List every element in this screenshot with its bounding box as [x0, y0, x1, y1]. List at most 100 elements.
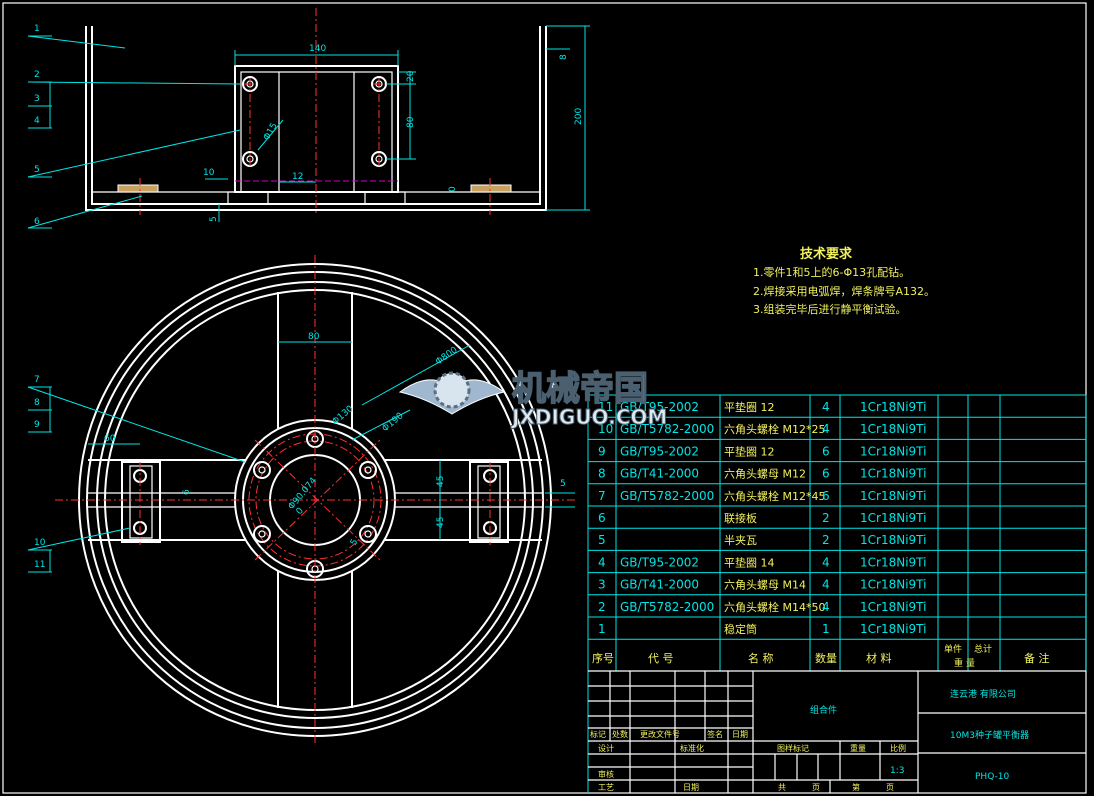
bom-cell-code: GB/T5782-2000	[620, 422, 714, 436]
right-bracket	[469, 461, 509, 543]
tech-item-3: 3.组装完毕后进行静平衡试验。	[753, 302, 907, 316]
label-standard: 标准化	[680, 743, 704, 753]
dim-hole-pitch: 80	[406, 116, 416, 128]
label-stage: 图样标记	[777, 743, 809, 753]
bom-header-total: 总计	[974, 643, 992, 655]
tech-requirements: 技术要求 1.零件1和5上的6-Φ13孔配钻。 2.焊接采用电弧焊，焊条牌号A1…	[753, 246, 935, 316]
dim-left-len: 60	[104, 434, 116, 444]
bom-cell-material: 1Cr18Ni9Ti	[860, 511, 926, 525]
bom-header-name: 名 称	[748, 651, 774, 665]
bom-header-no: 序号	[592, 651, 614, 665]
bom-cell-qty: 4	[822, 600, 830, 614]
bom-cell-name: 六角头螺栓 M12*45	[724, 489, 825, 503]
leader-1: 1	[34, 24, 40, 34]
leader-2: 2	[34, 70, 40, 80]
bom-cell-material: 1Cr18Ni9Ti	[860, 533, 926, 547]
bom-cell-qty: 4	[822, 578, 830, 592]
dim-bore-tol: 0	[295, 506, 307, 517]
label-sheet: 第	[852, 782, 860, 792]
label-date: 日期	[732, 730, 748, 739]
bom-cell-name: 平垫圈 14	[724, 555, 775, 569]
dim-spacing-upper: 45	[436, 476, 446, 487]
leader-5: 5	[34, 165, 40, 175]
bom-header-code: 代 号	[648, 652, 674, 665]
title-block-text: 组合件 连云港 有限公司 10M3种子罐平衡器 PHQ-10 1:3 标记 处数…	[590, 688, 1029, 792]
dim-spacing-lower: 45	[436, 517, 446, 528]
bom-cell-material: 1Cr18Ni9Ti	[860, 400, 926, 414]
bom-cell-code: GB/T5782-2000	[620, 489, 714, 503]
company-name: 连云港 有限公司	[950, 688, 1016, 700]
label-sheets: 共	[778, 783, 786, 792]
bom-cell-no: 6	[598, 511, 606, 525]
bom-cell-name: 稳定筒	[724, 622, 757, 636]
label-review: 审核	[598, 769, 614, 779]
bom-cell-name: 六角头螺母 M12	[724, 468, 806, 481]
bom-cell-qty: 1	[822, 622, 830, 636]
label-sign: 签名	[707, 729, 723, 739]
label-process: 工艺	[598, 783, 614, 792]
bom-cell-qty: 4	[822, 400, 830, 414]
bom-cell-code: GB/T95-2002	[620, 400, 699, 414]
bom-cell-no: 3	[598, 578, 606, 592]
leader-8: 8	[34, 398, 40, 408]
label-weight: 重量	[850, 743, 866, 753]
bom-cell-qty: 6	[822, 489, 830, 503]
dim-bottom-gap: 10	[203, 168, 215, 178]
bom-cell-name: 六角头螺母 M14	[724, 579, 806, 592]
dim-center-gap: 12	[292, 172, 303, 182]
bom-header-weight: 重 量	[954, 657, 975, 669]
leaders-side	[27, 35, 241, 229]
scale-value: 1:3	[890, 766, 904, 776]
bom-cell-material: 1Cr18Ni9Ti	[860, 467, 926, 481]
bom-cell-code: GB/T41-2000	[620, 467, 699, 481]
leader-9: 9	[34, 420, 40, 430]
leader-4: 4	[34, 116, 40, 126]
watermark-en: JXDIGUO.COM	[510, 405, 667, 429]
left-bracket	[121, 461, 161, 543]
dim-base: 5	[209, 216, 219, 222]
dim-top-offset: 20	[406, 70, 416, 82]
bom-cell-material: 1Cr18Ni9Ti	[860, 600, 926, 614]
bom-cell-material: 1Cr18Ni9Ti	[860, 422, 926, 436]
bom-cell-qty: 4	[822, 422, 830, 436]
dim-small-a: 6	[182, 489, 192, 495]
bom-cell-code: GB/T95-2002	[620, 444, 699, 458]
bom-cell-no: 2	[598, 600, 606, 614]
leader-3: 3	[34, 94, 40, 104]
bom-cell-material: 1Cr18Ni9Ti	[860, 622, 926, 636]
title-block	[588, 670, 1086, 793]
bom-cell-name: 六角头螺栓 M12*25	[724, 422, 825, 436]
bom-cell-no: 10	[598, 422, 613, 436]
bom-cell-no: 9	[598, 444, 606, 458]
label-design: 设计	[598, 743, 614, 753]
bom-cell-qty: 2	[822, 533, 830, 547]
bom-cell-name: 联接板	[724, 511, 757, 525]
bom-cell-no: 7	[598, 489, 606, 503]
label-change-doc: 更改文件号	[640, 729, 680, 739]
bom-header: 序号 代 号 名 称 数量 材 料 单件 总计 重 量 备 注	[592, 643, 1050, 669]
bom-cell-material: 1Cr18Ni9Ti	[860, 578, 926, 592]
label-mark: 标记	[590, 729, 606, 739]
tech-item-2: 2.焊接采用电弧焊，焊条牌号A132。	[753, 284, 935, 298]
watermark: 机械帝国 JXDIGUO.COM	[398, 368, 668, 430]
bom-cell-qty: 6	[822, 467, 830, 481]
bom-cell-code: GB/T95-2002	[620, 555, 699, 569]
assembly-name: 组合件	[810, 704, 837, 716]
bom-cell-no: 1	[598, 622, 606, 636]
gear-icon	[433, 371, 471, 409]
leader-11: 11	[34, 560, 45, 570]
bom-cell-qty: 6	[822, 444, 830, 458]
bom-header-material: 材 料	[866, 651, 892, 665]
bom-cell-name: 平垫圈 12	[724, 444, 775, 458]
drawing-name: 10M3种子罐平衡器	[950, 729, 1029, 741]
plan-view: 80 Φ800 Φ190 Φ90.074 0 Φ130 60 45 45 5 6…	[27, 255, 575, 745]
bom-cell-material: 1Cr18Ni9Ti	[860, 444, 926, 458]
dim-outer-dia: Φ800	[434, 345, 460, 367]
dim-hole-dia: Φ15	[262, 121, 280, 142]
label-date2: 日期	[683, 783, 699, 792]
bom-cell-qty: 4	[822, 555, 830, 569]
bom-cell-no: 11	[598, 400, 613, 414]
bom-cell-name: 六角头螺栓 M14*50	[724, 600, 825, 614]
